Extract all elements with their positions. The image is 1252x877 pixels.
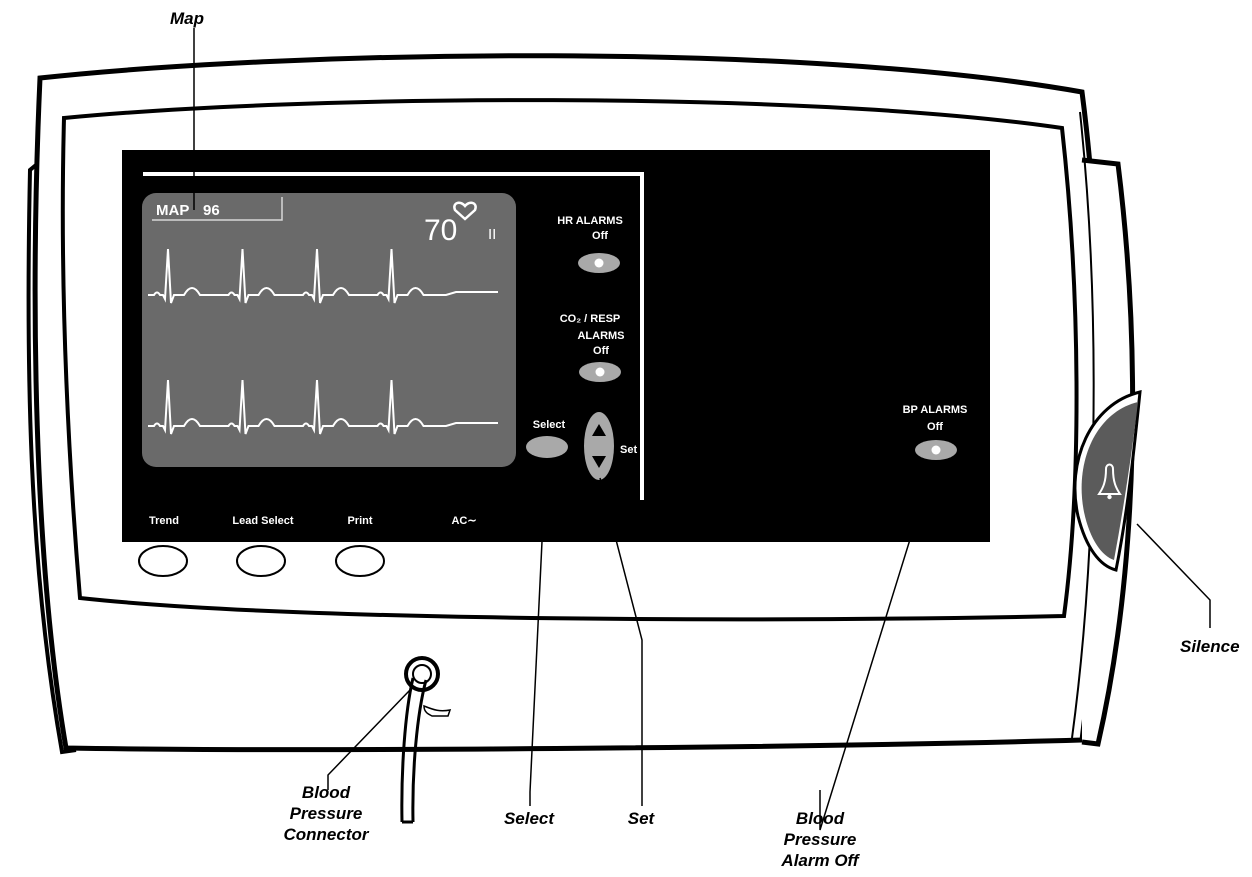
hr-alarms-control: HR ALARMS Off [557, 215, 623, 273]
trend-button[interactable] [138, 545, 188, 577]
bp-connector-callout-line3: Connector [284, 825, 370, 844]
heart-rate-value: 70 [424, 214, 457, 247]
bp-alarms-label: BP ALARMS [903, 404, 968, 416]
map-callout: Map [170, 9, 204, 28]
silence-control [1073, 390, 1142, 572]
ecg-trace-top [148, 248, 498, 304]
map-value: 96 [203, 202, 220, 219]
map-label: MAP [156, 202, 189, 219]
print-label: Print [347, 515, 372, 527]
silence-leader [1136, 523, 1211, 628]
callout-leaders [193, 28, 1211, 831]
co2-resp-alarms-control: CO₂ / RESP ALARMS Off [560, 313, 625, 382]
bp-alarm-off-callout-line1: Blood [796, 809, 845, 828]
co2-resp-alarms-label: ALARMS [577, 330, 624, 342]
co2-resp-alarms-led [595, 367, 605, 377]
bp-connector [400, 656, 452, 824]
bp-connector-leader [327, 689, 411, 790]
hr-alarms-led [594, 258, 604, 268]
set-rocker-button[interactable] [584, 412, 614, 480]
ecg-trace-bottom [148, 379, 498, 435]
ac-power-label: AC∼ [451, 515, 476, 527]
bottom-controls: Trend Lead Select Print AC∼ [138, 515, 477, 577]
select-control: Select [526, 419, 568, 458]
bp-alarms-control: BP ALARMS Off [903, 404, 968, 460]
lead-select-button[interactable] [236, 545, 286, 577]
arrow-down-icon[interactable] [592, 456, 606, 468]
select-callout: Select [504, 809, 555, 828]
lead-select-label: Lead Select [232, 515, 293, 527]
select-panel-label: Select [533, 419, 566, 431]
set-panel-label: Set [620, 444, 637, 456]
select-button[interactable] [526, 436, 568, 458]
set-callout: Set [628, 809, 656, 828]
co2-resp-label: CO₂ / RESP [560, 313, 621, 325]
bp-hose-right [411, 679, 428, 823]
select-leader [529, 457, 547, 806]
set-control: Set [584, 412, 637, 480]
bp-connector-callout-line2: Pressure [290, 804, 363, 823]
bp-hose-left [400, 677, 415, 823]
panel-divider [143, 172, 644, 500]
print-button[interactable] [335, 545, 385, 577]
callout-labels: Map Silence Blood Pressure Connector Sel… [170, 9, 1240, 870]
co2-resp-alarms-state: Off [593, 345, 609, 357]
silence-button[interactable] [1081, 402, 1138, 560]
arrow-up-icon[interactable] [592, 424, 606, 436]
set-leader [599, 477, 643, 806]
bp-alarms-led [931, 445, 941, 455]
map-readout-box [152, 197, 283, 221]
hr-alarms-state: Off [592, 230, 608, 242]
bp-connector-inner [412, 664, 432, 684]
hr-alarms-label: HR ALARMS [557, 215, 623, 227]
screen-background [142, 193, 516, 467]
bell-icon [1097, 463, 1122, 495]
bp-hose-clip [423, 704, 452, 717]
bp-connector-callout-line1: Blood [302, 783, 351, 802]
bp-alarm-off-callout-line2: Pressure [784, 830, 857, 849]
bp-alarm-off-leader [819, 461, 935, 831]
monitor-screen: MAP 96 70 II [142, 193, 516, 467]
lead-indicator: II [488, 226, 496, 243]
bp-alarm-off-callout-line3: Alarm Off [780, 851, 860, 870]
heart-icon [453, 201, 477, 221]
bp-alarms-state: Off [927, 421, 943, 433]
bell-clapper [1107, 494, 1112, 500]
trend-label: Trend [149, 515, 179, 527]
silence-callout: Silence [1180, 637, 1240, 656]
